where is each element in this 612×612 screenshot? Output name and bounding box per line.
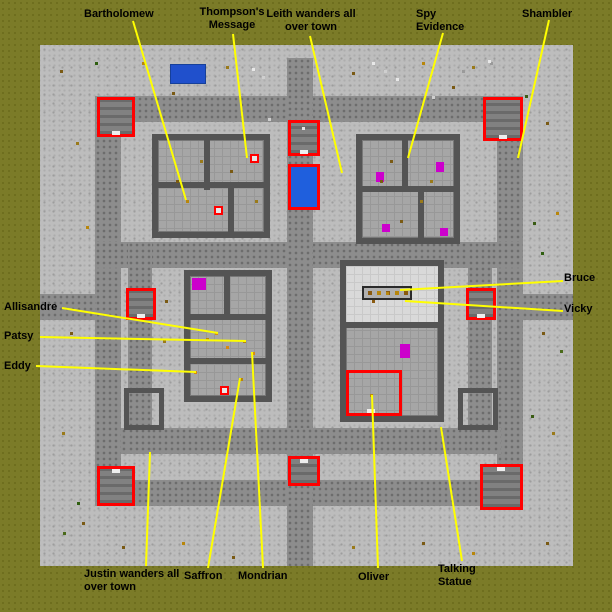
interior-wall (190, 314, 266, 320)
label-spy-evidence: Spy Evidence (416, 8, 465, 33)
interior-wall (362, 186, 454, 192)
red-door-marker (220, 386, 229, 395)
magic-field (436, 162, 444, 172)
interior-wall (228, 188, 234, 232)
red-door-marker (250, 154, 259, 163)
interior-wall (224, 276, 230, 314)
label-bartholomew: Bartholomew (84, 8, 154, 20)
magic-field (376, 172, 384, 182)
label-justin: Justin wanders all over town (84, 568, 180, 593)
label-allisandre: Allisandre (4, 301, 58, 313)
label-oliver: Oliver (358, 571, 390, 583)
building-midwest (184, 270, 272, 402)
door (300, 150, 308, 154)
building-northeast (356, 134, 460, 244)
door (137, 314, 145, 318)
pen-southwest (124, 388, 164, 430)
door (497, 467, 505, 471)
corner-building-northwest (97, 97, 135, 137)
label-shambler: Shambler (522, 8, 573, 20)
interior-wall (418, 192, 424, 238)
red-door-marker (214, 206, 223, 215)
door (499, 135, 507, 139)
shrine-west (126, 288, 156, 320)
door (367, 409, 375, 413)
interior-wall (402, 140, 408, 186)
table (362, 286, 412, 300)
corner-building-southwest (97, 466, 135, 506)
corner-building-northeast (483, 97, 523, 141)
label-mondrian: Mondrian (238, 570, 288, 582)
shrine-east (466, 288, 496, 320)
interior-wall (158, 182, 264, 188)
interior-wall (190, 358, 266, 364)
shrine-south (288, 456, 320, 486)
label-talking-statue: Talking Statue (438, 563, 476, 588)
corner-building-southeast (480, 464, 523, 510)
fountain (288, 164, 320, 210)
trees (0, 0, 3, 3)
interior-wall (346, 322, 438, 328)
label-thompsons-message: Thompson's Message (199, 6, 265, 31)
road-inner-right (468, 242, 492, 454)
building-mideast (340, 260, 444, 422)
table-items (368, 291, 372, 295)
road-outer-left (95, 96, 121, 506)
label-leith: Leith wanders all over town (266, 8, 356, 33)
building-northwest (152, 134, 270, 238)
magic-field (382, 224, 390, 232)
pen-southeast (458, 388, 498, 430)
road-inner-bottom (121, 428, 501, 454)
red-room (346, 370, 402, 416)
pond (170, 64, 206, 84)
label-saffron: Saffron (184, 570, 223, 582)
door (477, 314, 485, 318)
label-patsy: Patsy (4, 330, 34, 342)
door (112, 469, 120, 473)
interior-wall (204, 140, 210, 190)
road-inner-left (128, 242, 152, 454)
magic-field (440, 228, 448, 236)
magic-field (192, 278, 206, 290)
magic-field (400, 344, 410, 358)
door (112, 131, 120, 135)
shrine-north (288, 120, 320, 156)
label-bruce: Bruce (564, 272, 596, 284)
label-eddy: Eddy (4, 360, 31, 372)
door (300, 459, 308, 463)
label-vicky: Vicky (564, 303, 593, 315)
